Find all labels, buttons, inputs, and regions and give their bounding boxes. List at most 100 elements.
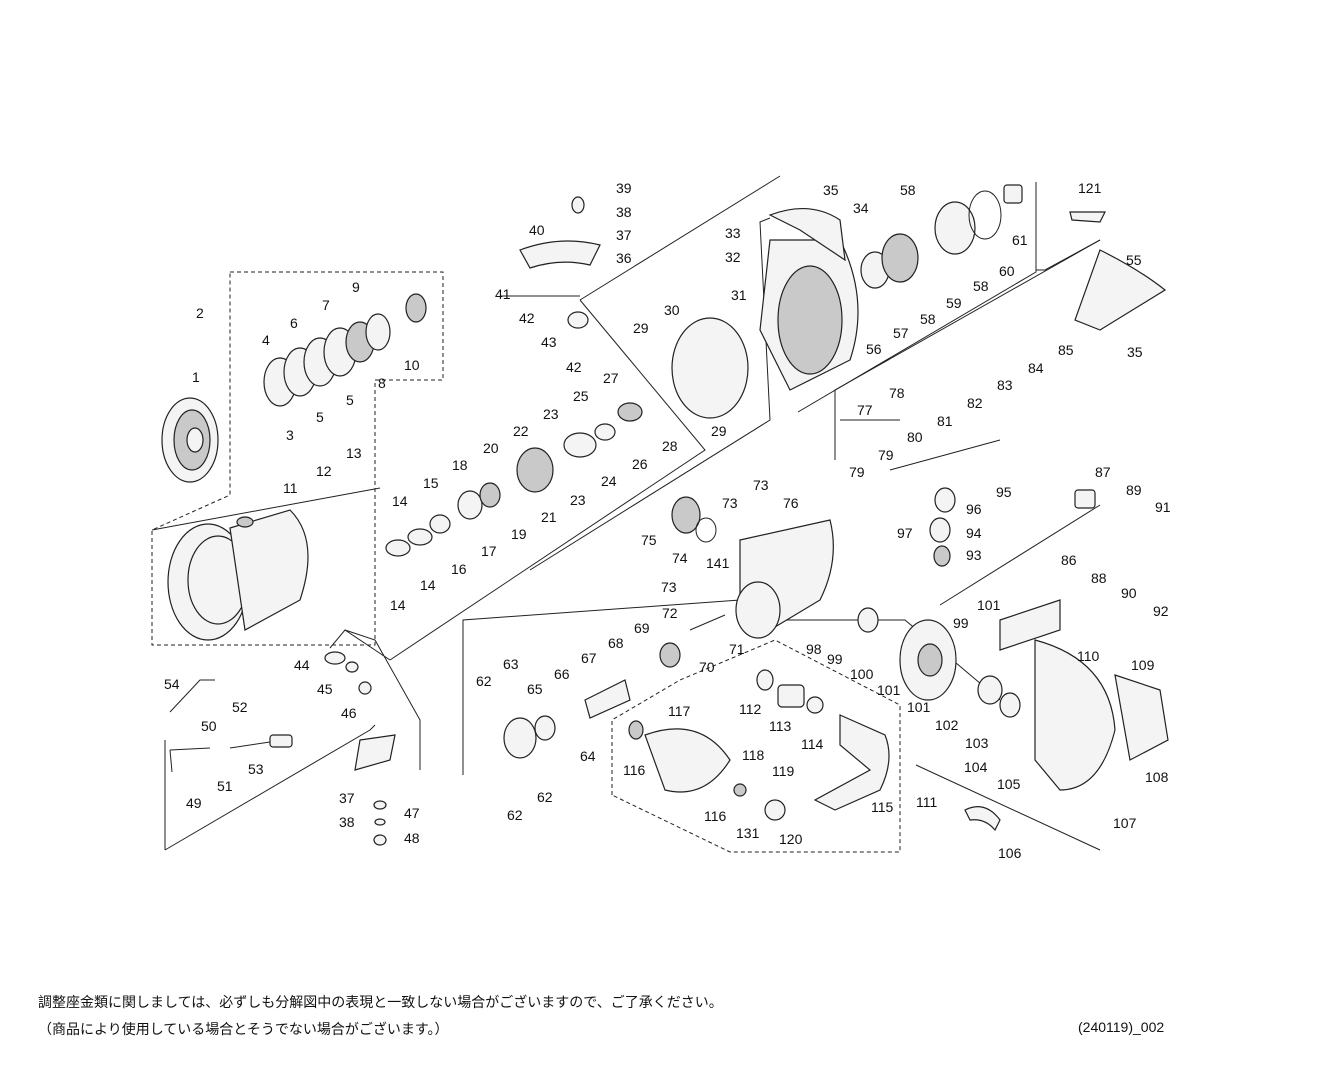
part-label: 50 (201, 718, 217, 734)
drag-washers (263, 293, 427, 407)
spool (167, 509, 309, 641)
part-label: 141 (706, 555, 730, 571)
part-label: 55 (1126, 252, 1142, 268)
part-label: 17 (481, 543, 497, 559)
part-label: 57 (893, 325, 909, 341)
part-label: 38 (616, 204, 632, 220)
part-label: 121 (1078, 180, 1102, 196)
part-label: 116 (623, 762, 646, 778)
part-label: 67 (581, 650, 597, 666)
part-label: 58 (900, 182, 916, 198)
part-label: 92 (1153, 603, 1169, 619)
part-label: 42 (519, 310, 535, 326)
part-label: 58 (973, 278, 989, 294)
part-label: 96 (966, 501, 982, 517)
part-label: 23 (543, 406, 559, 422)
part-label: 19 (511, 526, 527, 542)
part-label: 51 (217, 778, 233, 794)
part-label: 1 (192, 369, 200, 385)
part-label: 4 (262, 332, 270, 348)
part-label: 105 (997, 776, 1021, 792)
part-label: 8 (378, 375, 386, 391)
part-label: 87 (1095, 464, 1111, 480)
part-label: 99 (827, 651, 843, 667)
part-label: 31 (731, 287, 747, 303)
part-label: 112 (739, 701, 762, 717)
part-label: 73 (753, 477, 769, 493)
part-label: 25 (573, 388, 589, 404)
part-label: 48 (404, 830, 420, 846)
part-label: 64 (580, 748, 596, 764)
part-label: 115 (871, 799, 894, 815)
part-label: 6 (290, 315, 298, 331)
part-label: 12 (316, 463, 332, 479)
part-label: 101 (907, 699, 931, 715)
part-label: 98 (806, 641, 822, 657)
part-number-labels: 1 2 3 4 5 5 6 7 8 9 10 11 12 13 14 14 14… (164, 180, 1171, 861)
part-label: 65 (527, 681, 543, 697)
part-label: 71 (729, 641, 745, 657)
part-label: 120 (779, 831, 803, 847)
part-label: 30 (664, 302, 680, 318)
part-label: 79 (878, 447, 894, 463)
part-label: 35 (1127, 344, 1143, 360)
spool-washers (385, 482, 501, 557)
part-label: 53 (248, 761, 264, 777)
part-label: 14 (390, 597, 406, 613)
part-label: 27 (603, 370, 619, 386)
part-label: 46 (341, 705, 357, 721)
part-label: 113 (769, 718, 792, 734)
part-label: 114 (801, 736, 824, 752)
part-label: 29 (633, 320, 649, 336)
part-label: 26 (632, 456, 648, 472)
part-label: 37 (616, 227, 632, 243)
part-label: 43 (541, 334, 557, 350)
part-label: 81 (937, 413, 953, 429)
part-label: 70 (699, 659, 715, 675)
part-label: 13 (346, 445, 362, 461)
part-label: 5 (346, 392, 354, 408)
drive-train (503, 599, 1169, 832)
bail-arm-parts (519, 184, 1167, 331)
part-label: 36 (616, 250, 632, 266)
part-label: 52 (232, 699, 248, 715)
part-label: 7 (322, 297, 330, 313)
reel-body (671, 419, 1101, 701)
part-label: 39 (616, 180, 632, 196)
part-label: 79 (849, 464, 865, 480)
part-label: 89 (1126, 482, 1142, 498)
part-label: 56 (866, 341, 882, 357)
part-label: 102 (935, 717, 959, 733)
part-label: 40 (529, 222, 545, 238)
part-label: 9 (352, 279, 360, 295)
part-label: 69 (634, 620, 650, 636)
part-label: 94 (966, 525, 982, 541)
part-label: 107 (1113, 815, 1137, 831)
part-label: 97 (897, 525, 913, 541)
part-label: 90 (1121, 585, 1137, 601)
part-label: 106 (998, 845, 1022, 861)
part-label: 110 (1077, 648, 1100, 664)
part-label: 74 (672, 550, 688, 566)
part-label: 10 (404, 357, 420, 373)
part-label: 109 (1131, 657, 1155, 673)
part-label: 68 (608, 635, 624, 651)
part-label: 63 (503, 656, 519, 672)
part-label: 82 (967, 395, 983, 411)
part-label: 11 (283, 480, 298, 496)
part-label: 49 (186, 795, 202, 811)
part-label: 73 (661, 579, 677, 595)
part-label: 73 (722, 495, 738, 511)
part-label: 91 (1155, 499, 1171, 515)
part-label: 47 (404, 805, 420, 821)
part-label: 41 (495, 286, 511, 302)
part-label: 62 (476, 673, 492, 689)
part-label: 100 (850, 666, 874, 682)
part-label: 131 (736, 825, 760, 841)
part-label: 108 (1145, 769, 1169, 785)
part-label: 119 (772, 763, 795, 779)
part-label: 14 (392, 493, 408, 509)
part-label: 28 (662, 438, 678, 454)
part-label: 78 (889, 385, 905, 401)
part-label: 66 (554, 666, 570, 682)
